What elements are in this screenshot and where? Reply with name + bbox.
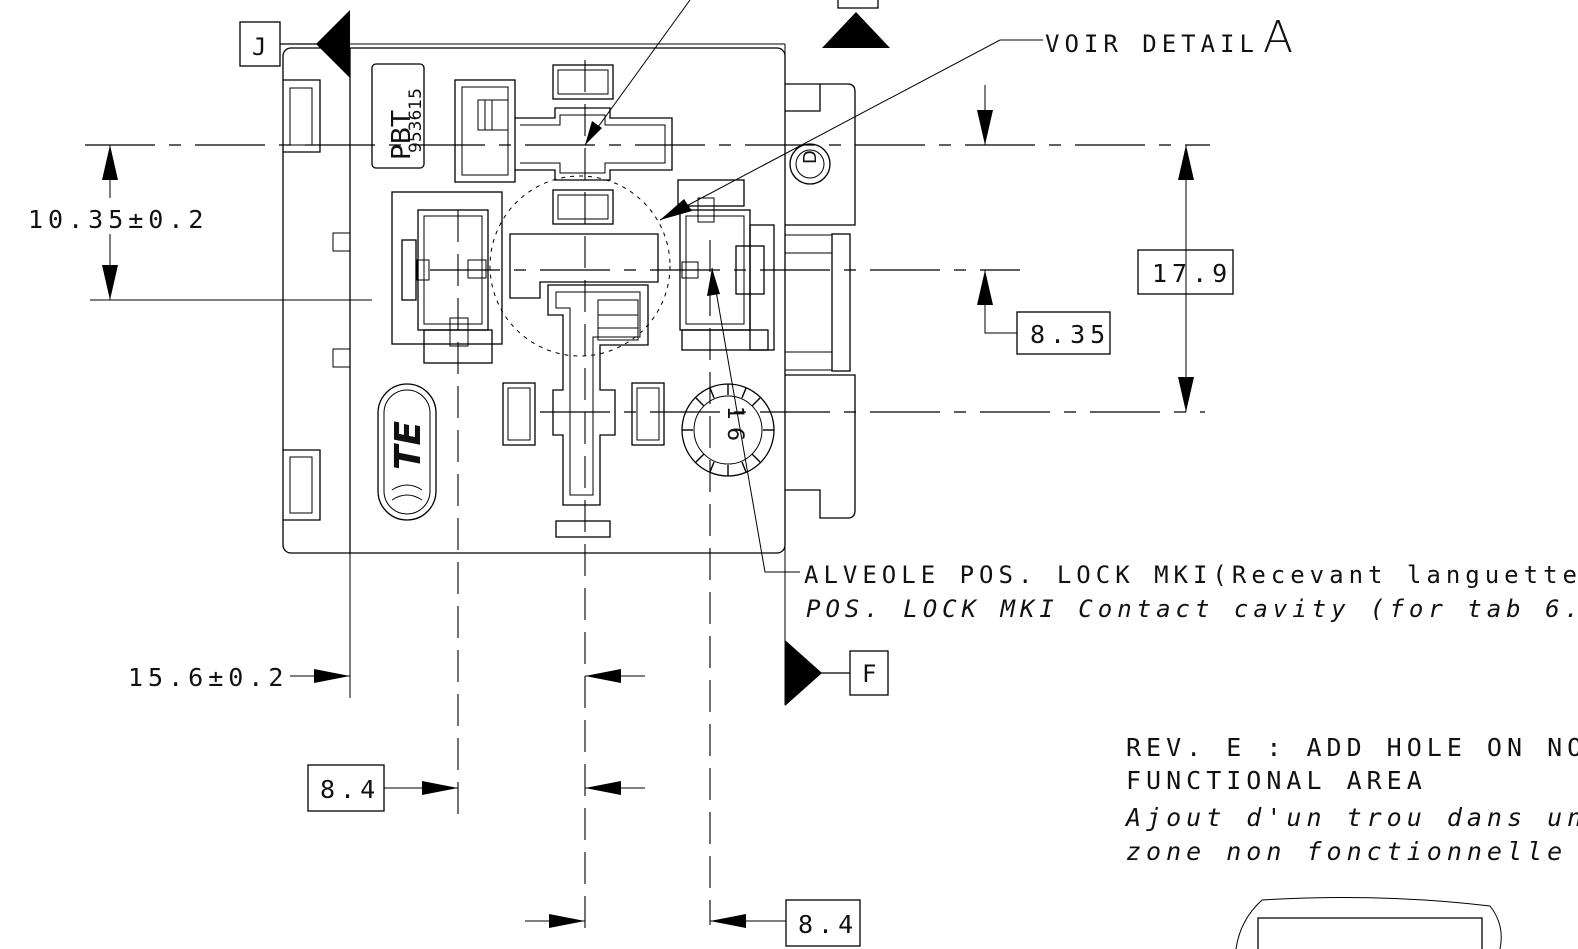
dim-17-9-label: 17.9 [1152, 259, 1232, 288]
cavity-number-label: 1 6 [722, 406, 747, 441]
revision-note-line3: Ajout d'un trou dans une [1124, 803, 1578, 832]
extension-lines [90, 43, 786, 705]
cavity-note-fr: ALVEOLE POS. LOCK MKI(Recevant languette… [804, 561, 1578, 589]
dim-8-35-label: 8.35 [1030, 320, 1110, 349]
datum-triangle-icon [822, 12, 890, 48]
arrowhead-icon [549, 914, 585, 928]
dim-8-35: 8.35 [977, 85, 1111, 355]
arrowhead-icon [102, 265, 118, 300]
revision-note-line2: FUNCTIONAL AREA [1126, 766, 1427, 795]
datum-j: J [239, 10, 350, 78]
arrowhead-icon [707, 268, 720, 296]
dim-8-4-left-label: 8.4 [320, 775, 380, 804]
upper-cavity [454, 64, 673, 225]
center-lines [85, 60, 1210, 940]
te-logo-label: TE [388, 420, 429, 470]
te-logo-icon: TE [377, 383, 437, 521]
arrowhead-icon [314, 669, 350, 683]
dim-8-4-bottom-label: 8.4 [798, 910, 858, 939]
central-cavity [489, 175, 671, 538]
arrowhead-icon [585, 121, 602, 145]
datum-f: F [785, 640, 889, 706]
dim-17-9: 17.9 [1137, 145, 1234, 412]
arrowhead-icon [585, 781, 621, 795]
arrowhead-icon [660, 199, 692, 220]
arrowhead-icon [977, 110, 993, 145]
dim-10-35-label: 10.35±0.2 [28, 205, 208, 234]
arrowhead-icon [1178, 377, 1194, 412]
part-number-label: 953615 [406, 88, 426, 153]
dim-15-6: 15.6±0.2 [128, 663, 645, 692]
material-marking: PBT 953615 [371, 63, 426, 169]
datum-f-label: F [862, 660, 881, 688]
arrowhead-icon [585, 669, 621, 683]
detail-callout-letter: A [1263, 12, 1293, 63]
arrowhead-icon [977, 270, 993, 305]
material-label: PBT [387, 110, 417, 160]
datum-triangle-icon [316, 10, 350, 78]
arrowhead-icon [710, 914, 746, 928]
revision-note-line4: zone non fonctionnelle [1126, 837, 1567, 866]
dim-8-4-left: 8.4 [307, 764, 645, 812]
revision-note-line1: REV. E : ADD HOLE ON NON [1126, 733, 1578, 762]
cavity-number-mark: 1 6 [681, 383, 775, 477]
datum-triangle-icon [785, 640, 822, 706]
left-terminal-cavity [391, 191, 503, 364]
connector-body [282, 47, 856, 554]
dim-15-6-label: 15.6±0.2 [128, 663, 288, 692]
dim-8-4-bottom: 8.4 [525, 899, 861, 947]
leaders [584, 0, 1043, 573]
detail-callout-label: VOIR DETAIL [1045, 30, 1259, 58]
detail-sketch [1235, 897, 1502, 949]
cavity-note-en: POS. LOCK MKI Contact cavity (for tab 6.… [806, 595, 1578, 623]
arrowhead-icon [1178, 145, 1194, 180]
right-terminal-cavity [677, 179, 775, 351]
dim-10-35: 10.35±0.2 [25, 145, 208, 300]
polarity-mark: D [789, 143, 831, 185]
datum-j-label: J [252, 33, 271, 61]
arrowhead-icon [422, 781, 458, 795]
polarity-label: D [800, 150, 821, 164]
arrowhead-icon [102, 145, 118, 180]
